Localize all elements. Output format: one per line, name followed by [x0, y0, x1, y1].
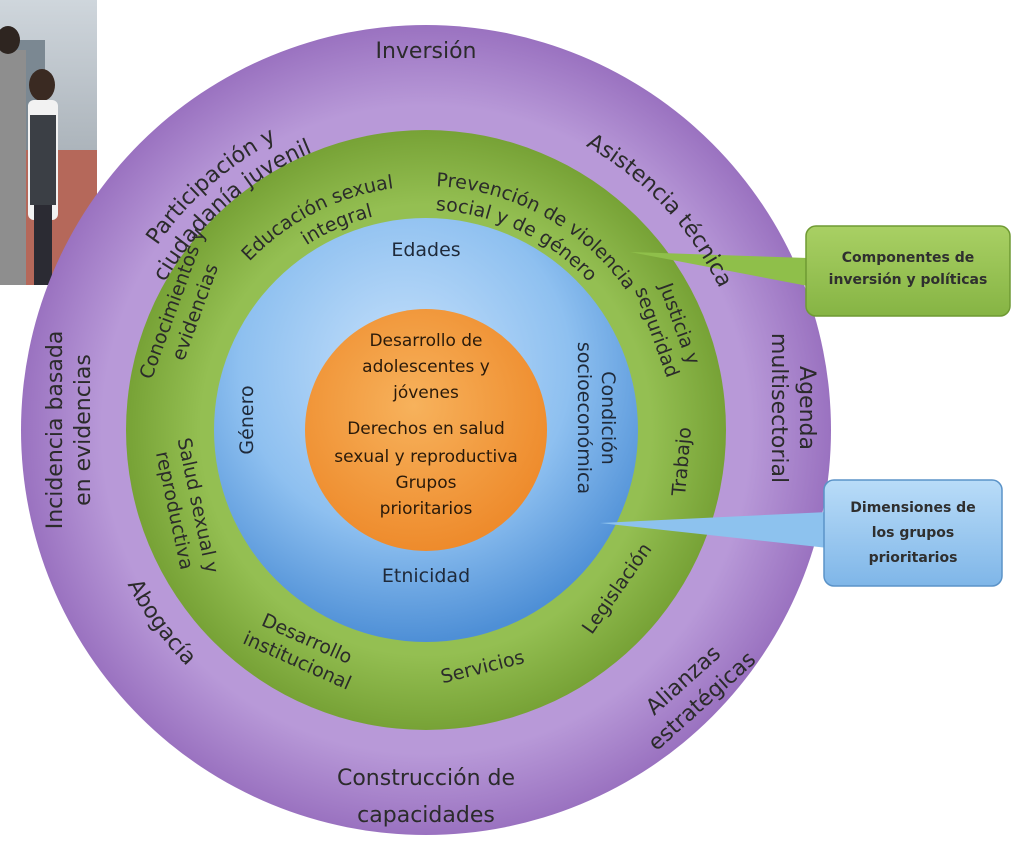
- core-line-4: Derechos en salud: [347, 419, 505, 439]
- outer-label-agenda-line2: multisectorial: [766, 333, 791, 483]
- blue-label-edades: Edades: [391, 239, 460, 261]
- blue-label-condicion-line2: socioeconómica: [573, 342, 595, 494]
- core-line-7: prioritarios: [380, 499, 473, 519]
- outer-label-incidencia-line1: Incidencia basada: [43, 331, 68, 530]
- outer-label-incidencia: Incidencia basada en evidencias: [43, 331, 96, 530]
- core-line-2: adolescentes y: [362, 357, 490, 377]
- blue-label-condicion-line1: Condición: [597, 371, 619, 465]
- outer-label-incidencia-line2: en evidencias: [71, 354, 96, 506]
- blue-label-genero: Género: [236, 385, 258, 454]
- outer-label-inversion: Inversión: [375, 39, 476, 64]
- core-line-6: Grupos: [396, 473, 457, 493]
- core-circle: [305, 309, 547, 551]
- core-line-5: sexual y reproductiva: [334, 447, 518, 467]
- photo-people-icon: [0, 0, 97, 285]
- outer-label-agenda: Agenda multisectorial: [766, 333, 819, 483]
- blue-label-condicion: Condición socioeconómica: [573, 342, 619, 494]
- outer-label-construccion-line1: Construcción de: [337, 766, 515, 791]
- callout-dimensions-line1: Dimensiones de: [850, 500, 975, 516]
- blue-label-genero-text: Género: [236, 385, 258, 454]
- core-line-3: jóvenes: [392, 383, 459, 403]
- outer-label-agenda-line1: Agenda: [794, 366, 819, 450]
- core-line-1: Desarrollo de: [369, 331, 482, 351]
- core-text: Desarrollo de adolescentes y jóvenes Der…: [334, 331, 518, 519]
- outer-label-construccion-line2: capacidades: [357, 803, 495, 828]
- callout-dimensions-line3: prioritarios: [869, 550, 958, 566]
- callout-components-line2: inversión y políticas: [829, 272, 988, 288]
- blue-label-etnicidad: Etnicidad: [382, 565, 470, 587]
- callout-components: Componentes de inversión y políticas: [630, 225, 1011, 317]
- callout-dimensions-line2: los grupos: [872, 525, 955, 541]
- callout-components-line1: Componentes de: [842, 250, 974, 266]
- callout-dimensions: Dimensiones de los grupos prioritarios: [600, 479, 1003, 587]
